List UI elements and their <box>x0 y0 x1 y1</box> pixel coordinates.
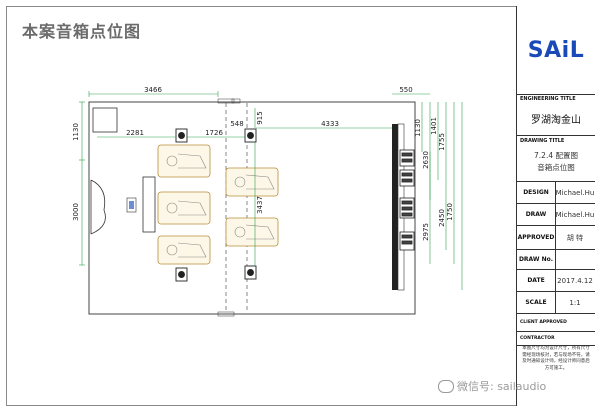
client-approved-label: CLIENT APPROVED <box>520 320 567 325</box>
watermark: 微信号: sailaudio <box>438 378 546 394</box>
drawing-title-row: DRAWING TITLE 7.2.4 配置图 音箱点位图 <box>517 136 595 182</box>
dim-548: 548 <box>230 120 243 128</box>
dim-left-1130: 1130 <box>72 123 80 141</box>
scale-row: SCALE 1:1 <box>517 292 595 314</box>
draw-value: Michael.Hu <box>555 210 595 219</box>
engineering-title-row: ENGINEERING TITLE 罗湖淘金山 <box>517 94 595 136</box>
door-swing <box>90 179 106 235</box>
room-outline <box>88 101 416 315</box>
dim-right-2450: 2450 <box>438 209 446 227</box>
logo-text: SAiL <box>527 37 585 63</box>
watermark-text: 微信号: sailaudio <box>457 380 547 393</box>
drawing-title-label: DRAWING TITLE <box>520 138 565 144</box>
drawing-title-line1: 7.2.4 配置图 <box>534 151 578 160</box>
title-block: SAiL ENGINEERING TITLE 罗湖淘金山 DRAWING TIT… <box>516 6 595 406</box>
floor-plan: 3466 550 2281 1726 548 4333 1130 3000 91… <box>72 86 463 317</box>
screen-wall <box>392 124 400 290</box>
dim-right-2975: 2975 <box>422 223 430 241</box>
draw-no-row: DRAW No. <box>517 250 595 270</box>
logo: SAiL <box>517 6 595 95</box>
dim-top-right: 550 <box>399 86 412 94</box>
sofa-group-front <box>225 167 279 247</box>
draw-no-label: DRAW No. <box>517 250 556 269</box>
dim-4333: 4333 <box>321 120 339 128</box>
dim-2281: 2281 <box>126 129 144 137</box>
dim-right-2630: 2630 <box>422 151 430 169</box>
dim-right-1401: 1401 <box>430 117 438 135</box>
wall-jog <box>217 311 235 317</box>
dim-top-overall: 3466 <box>144 86 162 94</box>
draw-row: DRAW Michael.Hu <box>517 204 595 226</box>
contractor-label: CONTRACTOR <box>520 336 555 341</box>
engineering-title-value: 罗湖淘金山 <box>531 115 581 126</box>
date-value: 2017.4.12 <box>557 276 593 285</box>
date-row: DATE 2017.4.12 <box>517 270 595 292</box>
dim-915: 915 <box>256 111 264 124</box>
amp-indicator <box>129 201 134 209</box>
cabinet-box <box>92 107 118 133</box>
design-value: Michael.Hu <box>555 188 595 197</box>
dim-right-1750: 1750 <box>446 203 454 221</box>
date-label: DATE <box>517 270 556 291</box>
dim-right-1755: 1755 <box>438 133 446 151</box>
contractor-row: CONTRACTOR <box>517 332 595 346</box>
client-approved-row: CLIENT APPROVED <box>517 314 595 332</box>
design-row: DESIGN Michael.Hu <box>517 182 595 204</box>
dim-left-3000: 3000 <box>72 203 80 221</box>
scale-label: SCALE <box>517 292 556 313</box>
dimension-lines <box>79 91 463 290</box>
dim-right-1130: 1130 <box>414 119 422 137</box>
page-title: 本案音箱点位图 <box>22 22 142 41</box>
sofa-group-back <box>157 144 211 265</box>
approved-row: APPROVED 胡 特 <box>517 226 595 250</box>
dim-3437: 3437 <box>256 196 264 214</box>
approved-label: APPROVED <box>517 226 556 249</box>
wall-jog <box>231 98 241 104</box>
drawing-title-line2: 音箱点位图 <box>537 163 575 172</box>
notes-text: 本图尺寸均为设计尺寸，所有尺寸需经现场核对，若与现场不符，请及时通知设计师，经设… <box>522 346 590 371</box>
draw-label: DRAW <box>517 204 556 225</box>
draw-no-value <box>555 250 595 269</box>
speaker-front <box>399 149 415 251</box>
approved-value: 胡 特 <box>566 233 584 242</box>
engineering-title-label: ENGINEERING TITLE <box>520 96 576 102</box>
design-label: DESIGN <box>517 182 556 203</box>
equipment-cabinet <box>142 176 156 233</box>
speaker-surround <box>175 128 257 282</box>
dim-1726: 1726 <box>205 129 223 137</box>
scale-value: 1:1 <box>569 298 581 307</box>
wechat-icon <box>438 379 454 393</box>
seated-people <box>166 153 275 258</box>
